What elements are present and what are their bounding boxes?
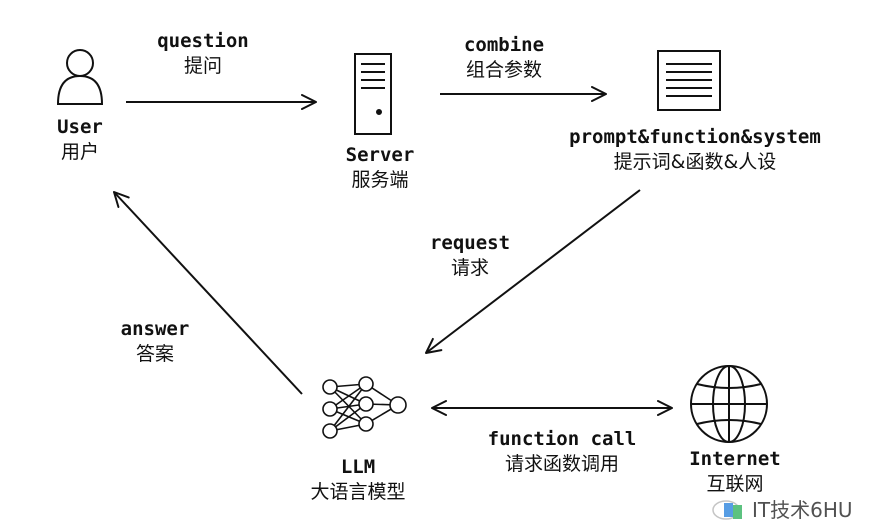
- neural-network-icon: [322, 376, 407, 439]
- prompt-label-en: prompt&function&system: [569, 126, 821, 148]
- request-label: request 请求: [410, 232, 530, 280]
- user-icon: [56, 49, 104, 105]
- function-call-label-zh: 请求函数调用: [504, 452, 619, 475]
- combine-label-en: combine: [463, 34, 545, 56]
- server-icon: [354, 53, 392, 135]
- question-label: question 提问: [138, 30, 268, 78]
- server-label-en: Server: [345, 144, 415, 166]
- user-label-zh: 用户: [60, 140, 99, 163]
- globe-icon: [690, 365, 768, 443]
- watermark: IT技术6HU: [712, 494, 853, 523]
- watermark-text: IT技术6HU: [752, 498, 853, 522]
- internet-label-zh: 互联网: [706, 472, 764, 495]
- user-label: User 用户: [40, 116, 120, 164]
- request-label-en: request: [429, 232, 511, 254]
- arrow-llm-to-user: [113, 191, 303, 395]
- prompt-label-zh: 提示词&函数&人设: [613, 150, 777, 173]
- llm-label-zh: 大语言模型: [310, 480, 406, 503]
- arrow-prompt-to-llm: [425, 189, 641, 354]
- request-label-zh: 请求: [450, 256, 489, 279]
- question-label-zh: 提问: [183, 54, 222, 77]
- answer-label: answer 答案: [100, 318, 210, 366]
- user-label-en: User: [57, 116, 103, 138]
- prompt-label: prompt&function&system 提示词&函数&人设: [535, 126, 855, 174]
- function-call-label: function call 请求函数调用: [462, 428, 662, 476]
- combine-label-zh: 组合参数: [465, 58, 542, 81]
- internet-label-en: Internet: [689, 448, 781, 470]
- function-call-label-en: function call: [487, 428, 637, 450]
- watermark-logo-icon: [712, 499, 742, 520]
- server-label: Server 服务端: [320, 144, 440, 192]
- llm-label-en: LLM: [340, 456, 376, 478]
- document-icon: [657, 50, 721, 111]
- server-label-zh: 服务端: [351, 168, 409, 191]
- question-label-en: question: [157, 30, 249, 52]
- llm-label: LLM 大语言模型: [298, 456, 418, 504]
- internet-label: Internet 互联网: [670, 448, 800, 496]
- answer-label-zh: 答案: [135, 342, 174, 365]
- combine-label: combine 组合参数: [444, 34, 564, 82]
- answer-label-en: answer: [120, 318, 190, 340]
